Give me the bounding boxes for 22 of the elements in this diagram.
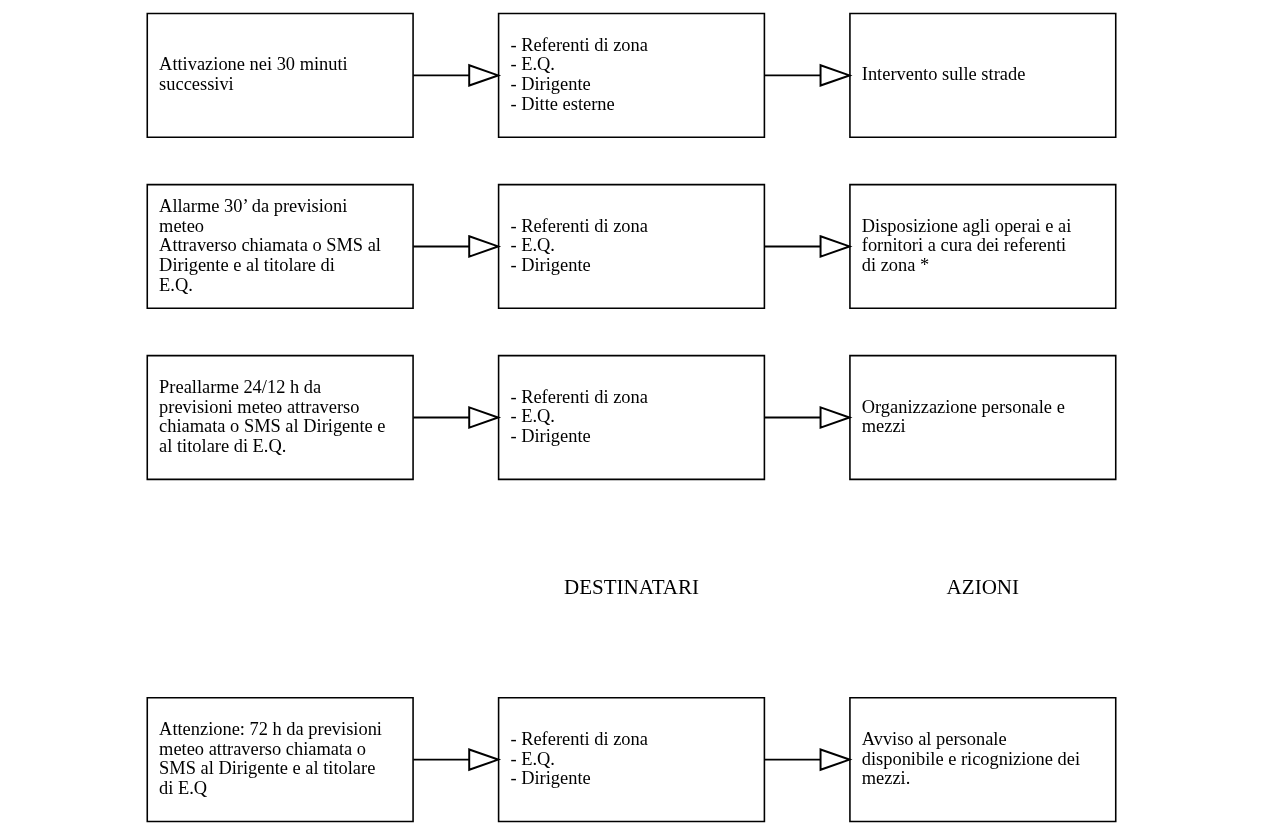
- arrow: [763, 748, 852, 772]
- arrow: [411, 748, 501, 772]
- arrow: [763, 63, 852, 87]
- arrow: [411, 63, 501, 87]
- node-box: Attenzione: 72 h da previsioni meteo attraverso chiamata o SMS al Dirigente e al titolare di E.Q: [145, 697, 414, 823]
- node-box: Disposizione agli operai e ai fornitori a cura dei referenti di zona *: [848, 183, 1117, 310]
- arrow: [411, 406, 501, 429]
- label: DESTINATARI: [563, 574, 699, 599]
- node-box: - Referenti di zona - E.Q. - Dirigente: [497, 354, 765, 481]
- arrow: [411, 234, 501, 258]
- node-box: - Referenti di zona - E.Q. - Dirigente: [497, 183, 765, 310]
- node-box: Attivazione nei 30 minuti successivi: [145, 12, 414, 138]
- arrow: [763, 406, 852, 429]
- arrow: [763, 234, 852, 258]
- node-box: Intervento sulle strade: [848, 12, 1117, 138]
- node-box: Organizzazione personale e mezzi: [848, 354, 1117, 481]
- node-box: Preallarme 24/12 h da previsioni meteo attraverso chiamata o SMS al Dirigente e al titolare di E.Q.: [145, 354, 414, 481]
- label: AZIONI: [946, 574, 1019, 599]
- node-box: Avviso al personale disponibile e ricognizione dei mezzi.: [848, 697, 1117, 823]
- node-box: - Referenti di zona - E.Q. - Dirigente: [497, 697, 765, 823]
- node-box: - Referenti di zona - E.Q. - Dirigente - Ditte esterne: [497, 12, 765, 138]
- node-box: Allarme 30’ da previsioni meteo Attraverso chiamata o SMS al Dirigente e al titolare di E.Q.: [145, 183, 414, 310]
